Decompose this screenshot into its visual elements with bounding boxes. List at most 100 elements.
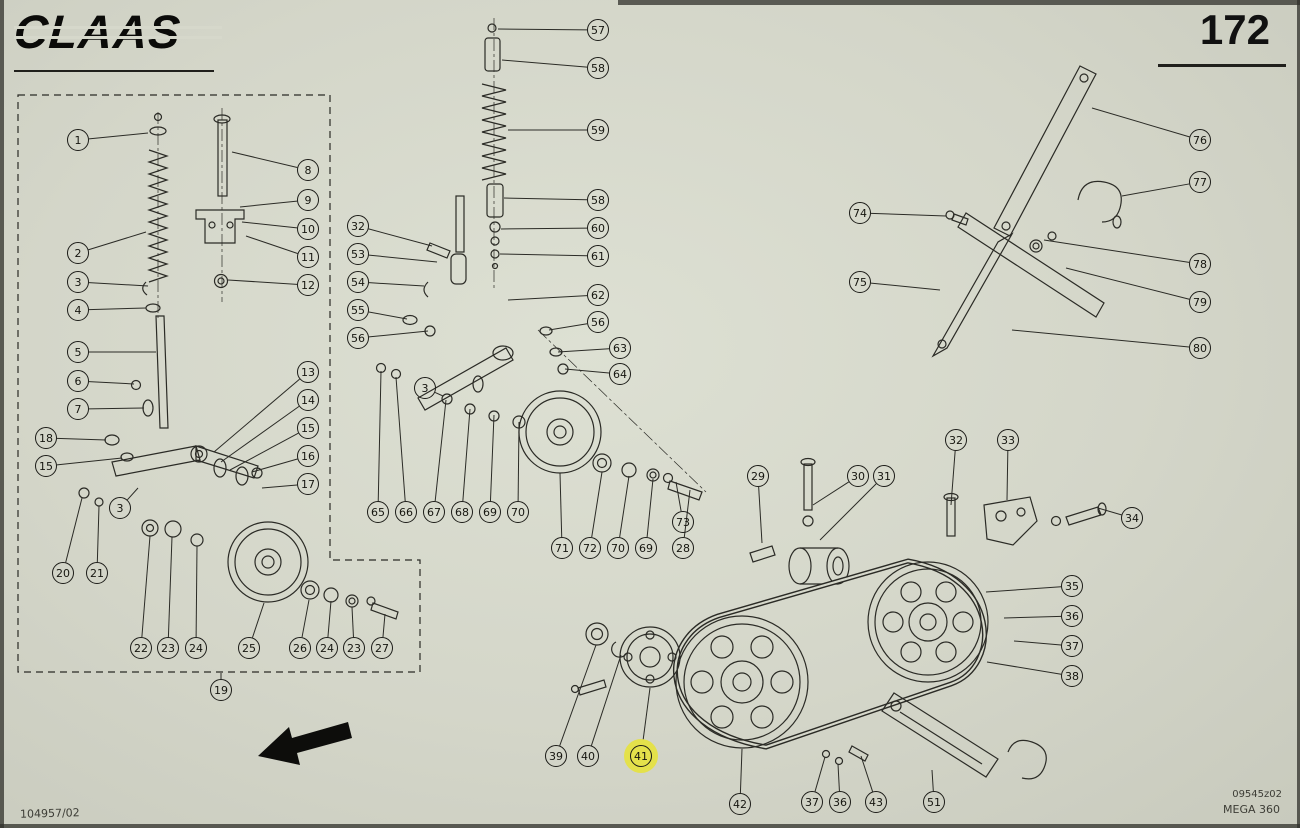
bolt-drawing <box>217 119 228 197</box>
callout-66[interactable]: 66 <box>395 501 417 523</box>
callout-4[interactable]: 4 <box>67 299 89 321</box>
arm-drawing <box>931 232 1014 358</box>
callout-30[interactable]: 30 <box>847 465 869 487</box>
callout-36[interactable]: 36 <box>829 791 851 813</box>
callout-37[interactable]: 37 <box>801 791 823 813</box>
callout-80[interactable]: 80 <box>1189 337 1211 359</box>
hook-drawing <box>1007 739 1047 780</box>
callout-15[interactable]: 15 <box>35 455 57 477</box>
callout-70[interactable]: 70 <box>607 537 629 559</box>
callout-31[interactable]: 31 <box>873 465 895 487</box>
callout-14[interactable]: 14 <box>297 389 319 411</box>
callout-15[interactable]: 15 <box>297 417 319 439</box>
callout-61[interactable]: 61 <box>587 245 609 267</box>
callout-2[interactable]: 2 <box>67 242 89 264</box>
callout-64[interactable]: 64 <box>609 363 631 385</box>
callout-57[interactable]: 57 <box>587 19 609 41</box>
callout-79[interactable]: 79 <box>1189 291 1211 313</box>
callout-1[interactable]: 1 <box>67 129 89 151</box>
bolt-drawing <box>426 242 451 259</box>
callout-6[interactable]: 6 <box>67 370 89 392</box>
callout-42[interactable]: 42 <box>729 793 751 815</box>
page-number: 172 <box>1199 6 1270 53</box>
callout-23[interactable]: 23 <box>157 637 179 659</box>
callout-3[interactable]: 3 <box>67 271 89 293</box>
callout-68[interactable]: 68 <box>451 501 473 523</box>
callout-5[interactable]: 5 <box>67 341 89 363</box>
callout-73[interactable]: 73 <box>672 511 694 533</box>
callout-3[interactable]: 3 <box>109 497 131 519</box>
callout-32[interactable]: 32 <box>347 215 369 237</box>
callout-59[interactable]: 59 <box>587 119 609 141</box>
callout-36[interactable]: 36 <box>1061 605 1083 627</box>
large-pulley-drawing <box>867 561 989 683</box>
callout-34[interactable]: 34 <box>1121 507 1143 529</box>
callout-24[interactable]: 24 <box>185 637 207 659</box>
callout-38[interactable]: 38 <box>1061 665 1083 687</box>
callout-75[interactable]: 75 <box>849 271 871 293</box>
callout-54[interactable]: 54 <box>347 271 369 293</box>
callout-35[interactable]: 35 <box>1061 575 1083 597</box>
callout-12[interactable]: 12 <box>297 274 319 296</box>
callout-21[interactable]: 21 <box>86 562 108 584</box>
callout-69[interactable]: 69 <box>635 537 657 559</box>
callout-18[interactable]: 18 <box>35 427 57 449</box>
callout-72[interactable]: 72 <box>579 537 601 559</box>
model-name: MEGA 360 <box>1223 803 1280 816</box>
callout-60[interactable]: 60 <box>587 217 609 239</box>
callout-32[interactable]: 32 <box>945 429 967 451</box>
callout-70[interactable]: 70 <box>507 501 529 523</box>
callout-19[interactable]: 19 <box>210 679 232 701</box>
callout-17[interactable]: 17 <box>297 473 319 495</box>
callout-26[interactable]: 26 <box>289 637 311 659</box>
callout-56[interactable]: 56 <box>587 311 609 333</box>
callout-8[interactable]: 8 <box>297 159 319 181</box>
large-pulley-drawing <box>675 615 809 749</box>
callout-67[interactable]: 67 <box>423 501 445 523</box>
direction-arrow <box>258 722 352 765</box>
callout-24[interactable]: 24 <box>316 637 338 659</box>
lever-arm-drawing <box>417 347 514 411</box>
callout-76[interactable]: 76 <box>1189 129 1211 151</box>
callout-71[interactable]: 71 <box>551 537 573 559</box>
callout-74[interactable]: 74 <box>849 202 871 224</box>
page-number-underline <box>1158 64 1286 67</box>
center-assembly-drawing <box>375 18 707 501</box>
callout-33[interactable]: 33 <box>997 429 1019 451</box>
callout-63[interactable]: 63 <box>609 337 631 359</box>
callout-9[interactable]: 9 <box>297 189 319 211</box>
callout-7[interactable]: 7 <box>67 398 89 420</box>
callout-16[interactable]: 16 <box>297 445 319 467</box>
callout-78[interactable]: 78 <box>1189 253 1211 275</box>
callout-51[interactable]: 51 <box>923 791 945 813</box>
callout-69[interactable]: 69 <box>479 501 501 523</box>
callout-58[interactable]: 58 <box>587 189 609 211</box>
callout-62[interactable]: 62 <box>587 284 609 306</box>
callout-13[interactable]: 13 <box>297 361 319 383</box>
callout-22[interactable]: 22 <box>130 637 152 659</box>
callout-29[interactable]: 29 <box>747 465 769 487</box>
callout-20[interactable]: 20 <box>52 562 74 584</box>
callout-25[interactable]: 25 <box>238 637 260 659</box>
callout-53[interactable]: 53 <box>347 243 369 265</box>
callout-55[interactable]: 55 <box>347 299 369 321</box>
callout-65[interactable]: 65 <box>367 501 389 523</box>
callout-40[interactable]: 40 <box>577 745 599 767</box>
callout-58[interactable]: 58 <box>587 57 609 79</box>
callout-23[interactable]: 23 <box>343 637 365 659</box>
callout-3[interactable]: 3 <box>414 377 436 399</box>
callout-39[interactable]: 39 <box>545 745 567 767</box>
callout-27[interactable]: 27 <box>371 637 393 659</box>
callout-41[interactable]: 41 <box>630 745 652 767</box>
callout-77[interactable]: 77 <box>1189 171 1211 193</box>
callout-11[interactable]: 11 <box>297 246 319 268</box>
callout-43[interactable]: 43 <box>865 791 887 813</box>
callout-10[interactable]: 10 <box>297 218 319 240</box>
callout-56[interactable]: 56 <box>347 327 369 349</box>
rod-drawing <box>455 195 465 253</box>
callout-28[interactable]: 28 <box>672 537 694 559</box>
callout-37[interactable]: 37 <box>1061 635 1083 657</box>
